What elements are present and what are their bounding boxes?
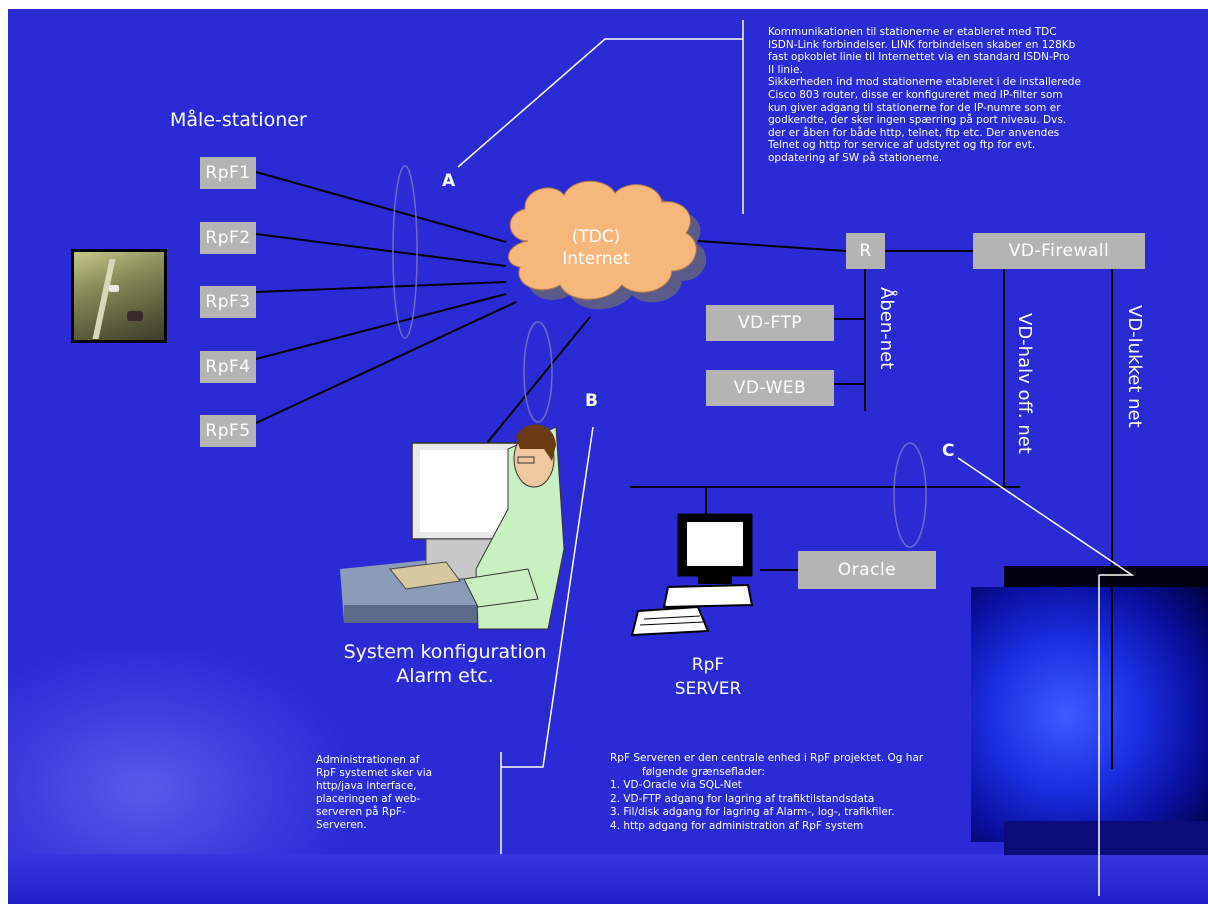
note-b-line: RpF systemet sker via bbox=[316, 767, 433, 779]
note-a-line: II linie. bbox=[768, 63, 803, 76]
note-c-item: 1. VD-Oracle via SQL-Net bbox=[610, 779, 742, 792]
note-c-item: 2. VD-FTP adgang for lagring af trafikti… bbox=[610, 792, 875, 805]
note-b-line: serveren på RpF- bbox=[316, 806, 406, 818]
note-a-line: opdatering af SW på stationerne. bbox=[768, 151, 943, 164]
server-caption-line1: RpF bbox=[691, 655, 725, 675]
router-box[interactable]: R bbox=[846, 233, 885, 269]
workstation-caption-line2: Alarm etc. bbox=[396, 665, 494, 687]
station-rpf1[interactable]: RpF1 bbox=[200, 157, 256, 189]
note-b-line: placeringen af web- bbox=[316, 793, 421, 805]
aaben-net-label: Åben-net bbox=[876, 287, 897, 370]
station-rpf4[interactable]: RpF4 bbox=[200, 351, 256, 383]
cloud-label-line1: (TDC) bbox=[571, 227, 621, 247]
note-server-interfaces: RpF Serveren er den centrale enhed i RpF… bbox=[610, 752, 923, 834]
station-rpf2[interactable]: RpF2 bbox=[200, 222, 256, 254]
note-c-item: 4. http adgang for administration af RpF… bbox=[610, 819, 864, 832]
lukket-net-label: VD-lukket net bbox=[1124, 305, 1145, 428]
note-b-line: http/java interface, bbox=[316, 780, 417, 792]
note-b-line: Administrationen af bbox=[316, 754, 420, 766]
diagram-slide: Måle-stationer RpF1 RpF2 RpF3 RpF4 RpF5 … bbox=[8, 9, 1208, 904]
note-a-line: der er åben for både http, telnet, ftp e… bbox=[768, 126, 1060, 139]
halv-off-net-label: VD-halv off. net bbox=[1014, 313, 1035, 454]
note-a-line: Sikkerheden ind mod stationerne etablere… bbox=[768, 76, 1081, 89]
note-a-line: Kommunikationen til stationerne er etabl… bbox=[768, 26, 1057, 38]
web-box[interactable]: VD-WEB bbox=[706, 370, 834, 406]
note-communication: Kommunikationen til stationerne er etabl… bbox=[768, 26, 1081, 165]
note-a-line: kun giver adgang til stationerne for de … bbox=[768, 101, 1061, 114]
internet-cloud bbox=[508, 180, 707, 310]
note-c-item: 3. Fil/disk adgang for lagring af Alarm-… bbox=[610, 806, 895, 819]
oracle-box[interactable]: Oracle bbox=[798, 551, 936, 589]
highway-photo bbox=[71, 249, 167, 343]
note-administration: Administrationen af RpF systemet sker vi… bbox=[316, 754, 432, 832]
stations-heading: Måle-stationer bbox=[170, 109, 307, 131]
station-rpf3[interactable]: RpF3 bbox=[200, 286, 256, 318]
note-a-line: godkendte, der sker ingen spærring på po… bbox=[768, 114, 1067, 127]
connections-layer bbox=[255, 20, 1135, 896]
ftp-box[interactable]: VD-FTP bbox=[706, 305, 834, 341]
bottom-band bbox=[8, 854, 1208, 904]
note-b-line: Serveren. bbox=[316, 819, 367, 831]
server-computer-illustration bbox=[630, 513, 754, 637]
note-a-line: Cisco 803 router, disse er konfigureret … bbox=[768, 88, 1063, 101]
station-rpf5[interactable]: RpF5 bbox=[200, 415, 256, 447]
server-caption-line2: SERVER bbox=[674, 679, 742, 699]
note-a-line: ISDN-Link forbindelser. LINK forbindelse… bbox=[768, 38, 1076, 51]
cloud-label-line2: Internet bbox=[562, 249, 630, 269]
note-c-intro: RpF Serveren er den centrale enhed i RpF… bbox=[610, 752, 924, 764]
note-c-intro: følgende grænseflader: bbox=[642, 765, 766, 778]
marker-b: B bbox=[585, 391, 598, 411]
note-a-line: fast opkoblet linie til Internettet via … bbox=[768, 51, 1070, 64]
marker-c: C bbox=[942, 441, 955, 461]
marker-a: A bbox=[442, 171, 456, 191]
firewall-box[interactable]: VD-Firewall bbox=[973, 233, 1145, 269]
note-a-line: Telnet og http for service af udstyret o… bbox=[768, 139, 1036, 152]
workstation-illustration bbox=[340, 424, 565, 630]
globe-image bbox=[971, 587, 1208, 842]
globe-base bbox=[1004, 821, 1208, 855]
workstation-caption-line1: System konfiguration bbox=[343, 641, 547, 663]
